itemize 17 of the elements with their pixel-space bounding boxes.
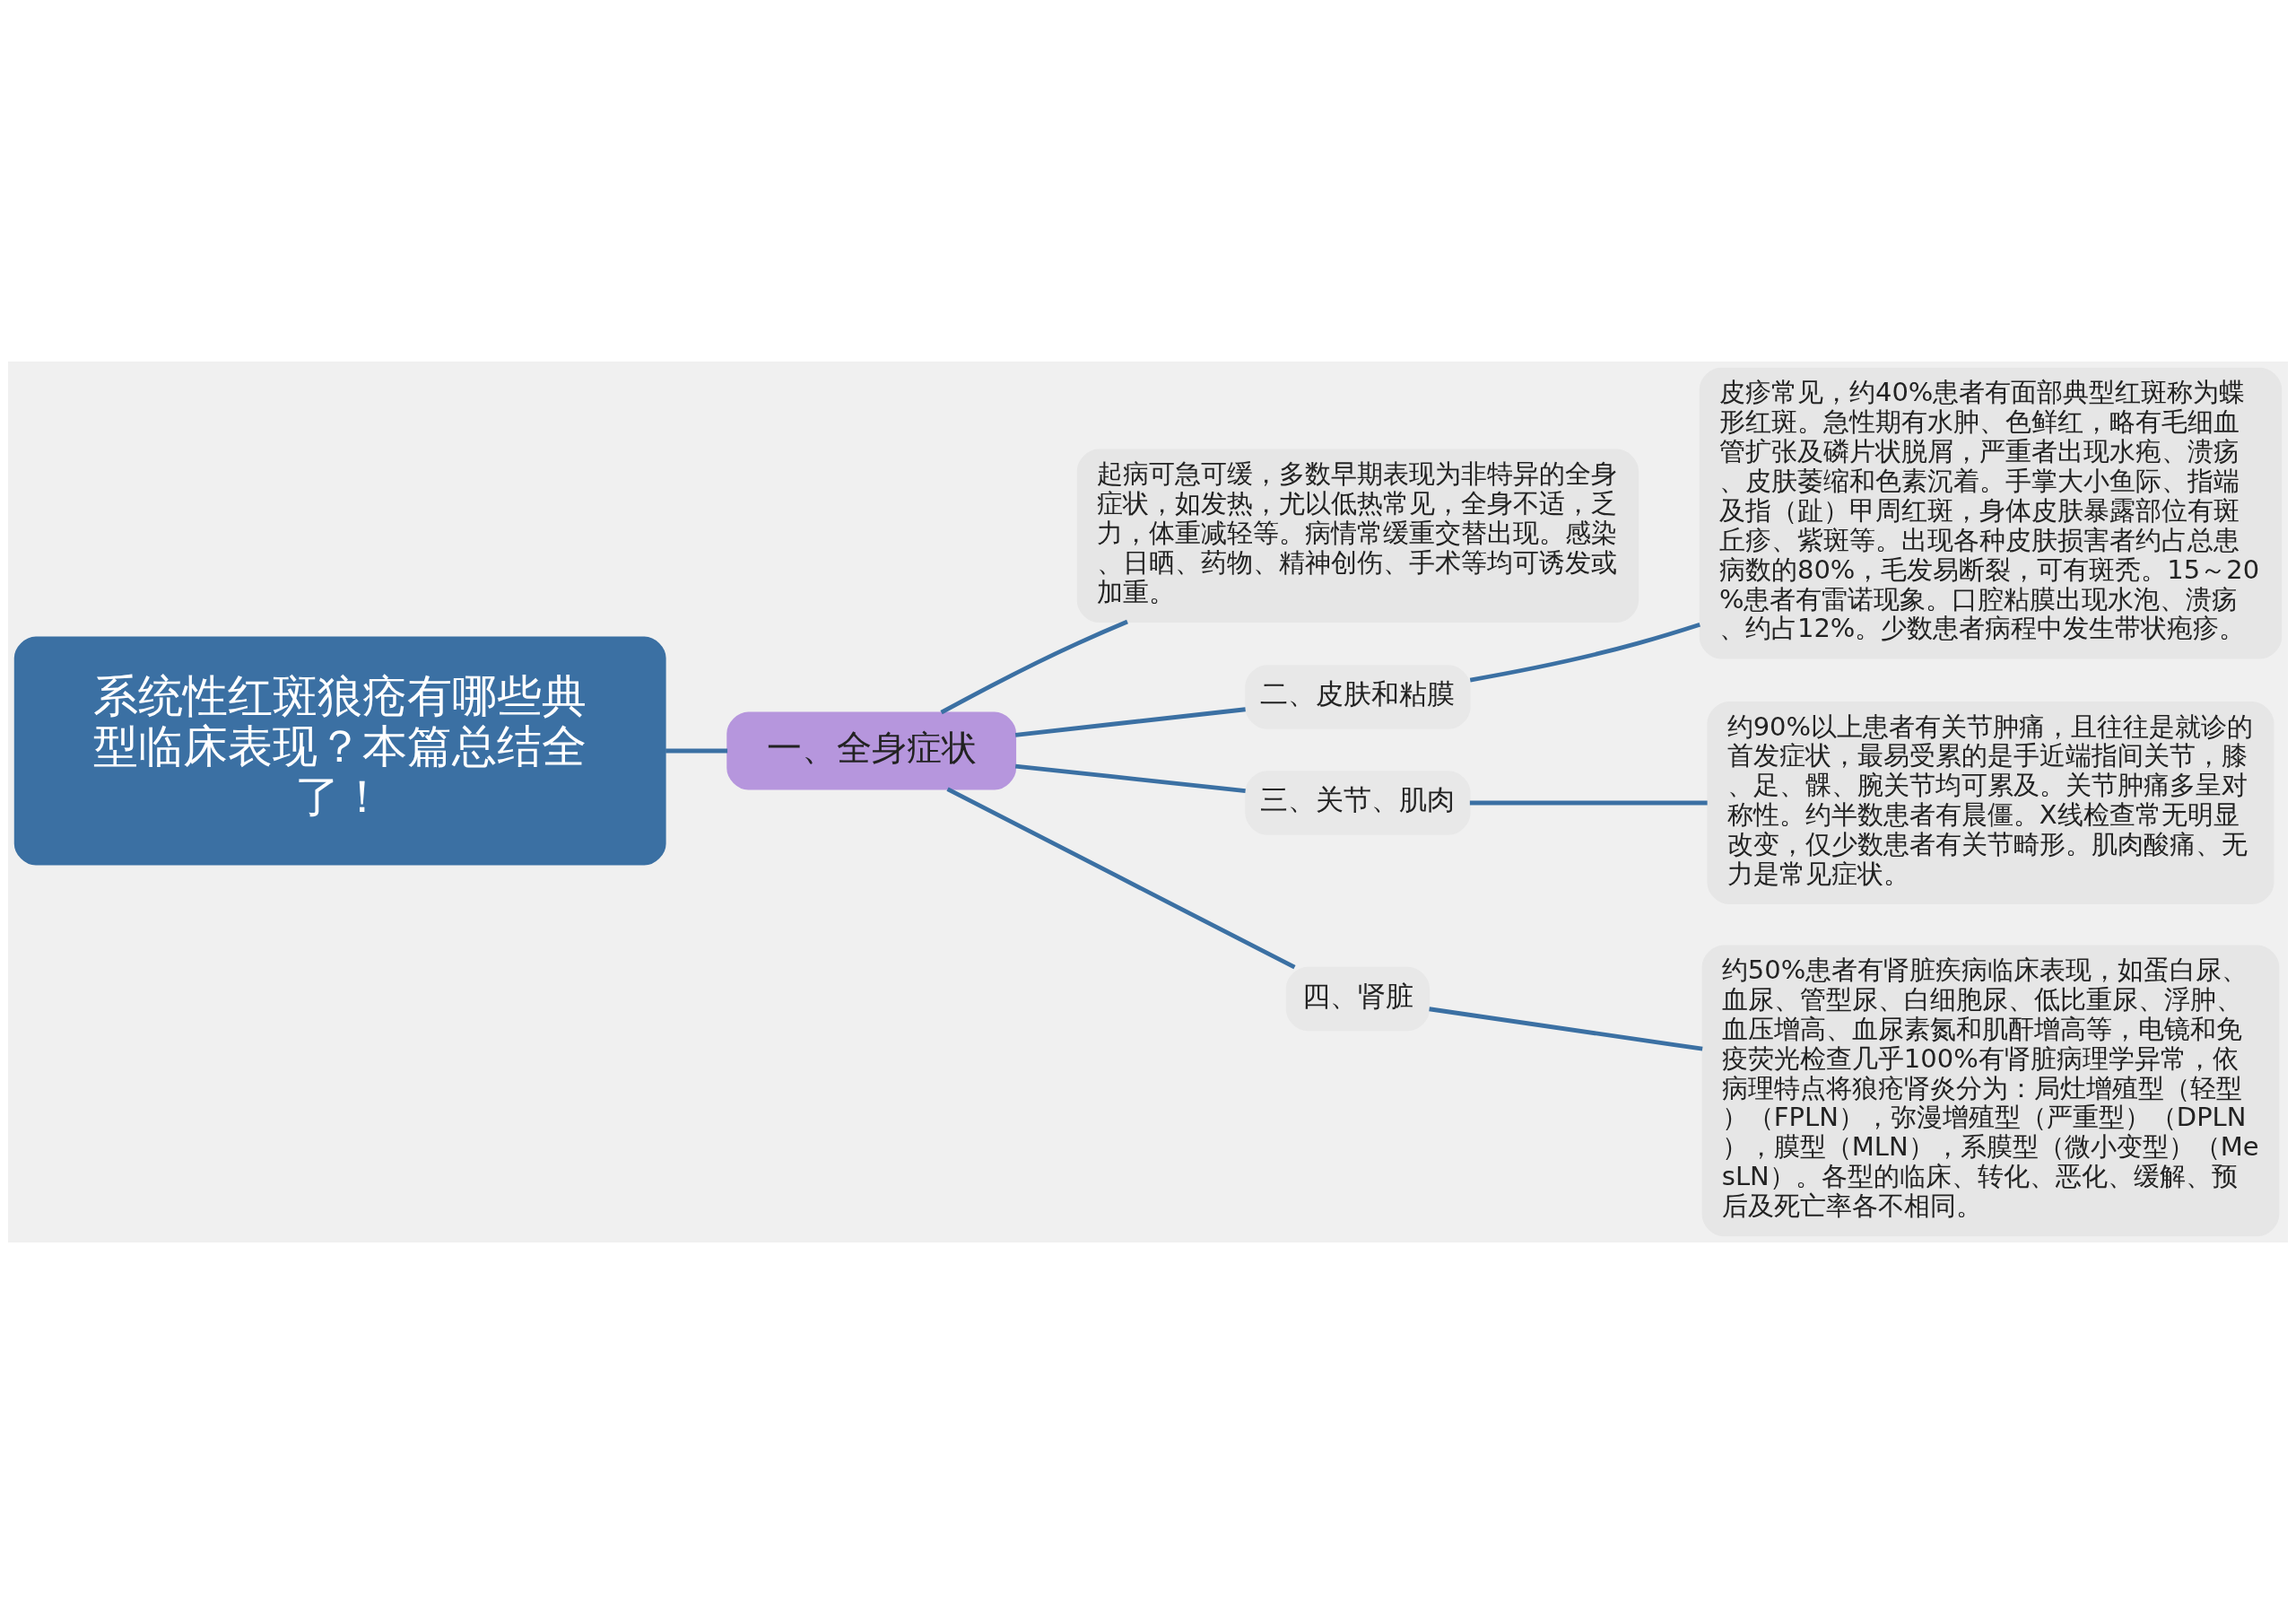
node-box: 起病可急可缓，多数早期表现为非特异的全身症状，如发热，尤以低热常见，全身不适，乏力，体重减轻等。病情常缓重交替出现。感染、日晒、药物、精神创伤、手术等均可诱发或加重。 xyxy=(1076,449,1639,623)
connector xyxy=(940,619,1128,715)
node-box: 二、皮肤和粘膜 xyxy=(1245,665,1471,729)
node-box: 四、肾脏 xyxy=(1285,966,1431,1032)
node-box: 约90%以上患者有关节肿痛，且往往是就诊的首发症状，最易受累的是手近端指间关节，膝、足、髁、腕关节均可累及。关节肿痛多呈对称性。约半数患者有晨僵。X线检查常无明显改变，仅少数患者有关节畸形。肌肉酸痛、无力是常见症状。 xyxy=(1707,701,2274,905)
connector xyxy=(1469,622,1700,683)
node-box: 三、关节、肌肉 xyxy=(1245,771,1471,835)
connector xyxy=(946,787,1296,970)
connector xyxy=(1014,707,1246,737)
connector xyxy=(1469,800,1708,806)
connector xyxy=(665,748,728,754)
connector xyxy=(1429,1007,1703,1051)
node-box: 系统性红斑狼疮有哪些典型临床表现？本篇总结全了！ xyxy=(13,636,666,866)
connector xyxy=(1014,763,1246,794)
node-box: 皮疹常见，约40%患者有面部典型红斑称为蝶形红斑。急性期有水肿、色鲜红，略有毛细血管扩张及磷片状脱屑，严重者出现水疱、溃疡、皮肤萎缩和色素沉着。手掌大小鱼际、指端及指（趾）甲周红斑，身体皮肤暴露部位有斑丘疹、紫斑等。出现各种皮肤损害者约占总患病数的80%，毛发易断裂，可有斑秃。15～20%患者有雷诺现象。口腔粘膜出现水泡、溃疡、约占12%。少数患者病程中发生带状疱疹。 xyxy=(1699,367,2283,659)
node-box: 一、全身症状 xyxy=(726,711,1017,790)
node-box: 约50%患者有肾脏疾病临床表现，如蛋白尿、血尿、管型尿、白细胞尿、低比重尿、浮肿、血压增高、血尿素氮和肌酐增高等，电镜和免疫荧光检查几乎100%有肾脏病理学异常，依病理特点将狼疮肾炎分为：局灶增殖型（轻型）（FPLN），弥漫增殖型（严重型）（DPLN），膜型（MLN），系膜型（微小变型）（MesLN）。各型的临床、转化、恶化、缓解、预后及死亡率各不相同。 xyxy=(1701,945,2280,1237)
